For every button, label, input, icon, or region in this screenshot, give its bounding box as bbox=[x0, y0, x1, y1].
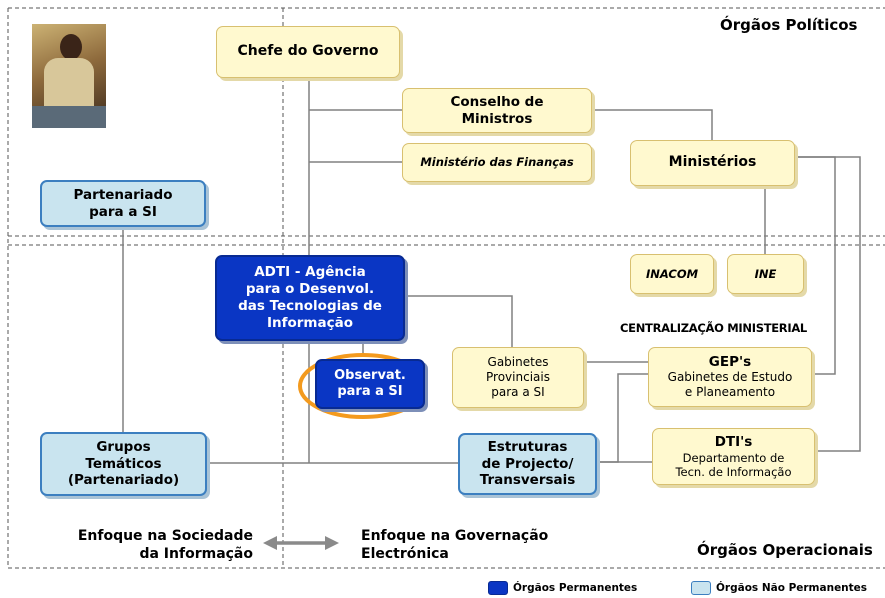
focus-right-line-2: Electrónica bbox=[361, 546, 449, 563]
node-geps-line-2: e Planeamento bbox=[684, 385, 776, 400]
node-adti-line-3: das Tecnologias de bbox=[238, 298, 382, 314]
node-conselho-line-2: Ministros bbox=[461, 110, 533, 127]
node-dtis-title: DTI's bbox=[714, 433, 753, 450]
line-ministerios-dti bbox=[795, 156, 861, 452]
node-gabinetes-provinciais: Gabinetes Provinciais para a SI bbox=[452, 347, 584, 408]
node-conselho-de-ministros: Conselho de Ministros bbox=[402, 88, 592, 133]
node-geps-line-1: Gabinetes de Estudo bbox=[667, 370, 793, 385]
section-label-operational: Órgãos Operacionais bbox=[697, 541, 873, 559]
node-observat-line-1: Observat. bbox=[334, 367, 406, 383]
node-conselho-line-1: Conselho de bbox=[450, 93, 544, 110]
highlight-ring bbox=[298, 353, 428, 419]
node-inacom-label: INACOM bbox=[645, 266, 699, 281]
node-dtis-line-1: Departamento de bbox=[682, 450, 785, 465]
photo-desk bbox=[32, 106, 106, 128]
node-estruturas-line-3: Transversais bbox=[479, 472, 576, 489]
node-observatorio: Observat. para a SI bbox=[315, 359, 425, 409]
node-dtis: DTI's Departamento de Tecn. de Informaçã… bbox=[652, 428, 815, 485]
legend-swatch-permanent bbox=[488, 581, 508, 595]
header-photo bbox=[32, 24, 106, 128]
line-conselho-ministerios bbox=[592, 109, 713, 140]
node-inacom: INACOM bbox=[630, 254, 714, 294]
node-geps: GEP's Gabinetes de Estudo e Planeamento bbox=[648, 347, 812, 407]
focus-double-arrow bbox=[263, 536, 339, 550]
node-chefe-do-governo: Chefe do Governo bbox=[216, 26, 400, 78]
node-ine: INE bbox=[727, 254, 804, 294]
focus-left-line-1: Enfoque na Sociedade bbox=[77, 528, 253, 544]
legend-label-permanent: Órgãos Permanentes bbox=[513, 582, 638, 594]
centralizacao-label: CENTRALIZAÇÃO MINISTERIAL bbox=[620, 321, 807, 335]
node-ministerio-financas: Ministério das Finanças bbox=[402, 143, 592, 182]
node-ministerios: Ministérios bbox=[630, 140, 795, 186]
focus-left-line-2: da Informação bbox=[139, 546, 253, 563]
node-dtis-line-2: Tecn. de Informação bbox=[675, 464, 792, 479]
node-estruturas-line-1: Estruturas bbox=[487, 438, 568, 455]
legend-label-non-permanent: Órgãos Não Permanentes bbox=[716, 582, 868, 594]
line-adti-gabinetes bbox=[405, 295, 513, 347]
node-adti: ADTI - Agência para o Desenvol. das Tecn… bbox=[215, 255, 405, 341]
node-estruturas: Estruturas de Projecto/ Transversais bbox=[458, 433, 597, 495]
line-estruturas-gep bbox=[597, 373, 648, 463]
node-observat-line-2: para a SI bbox=[337, 384, 403, 399]
node-grupos-tematicos: Grupos Temáticos (Partenariado) bbox=[40, 432, 207, 496]
section-label-political: Órgãos Políticos bbox=[720, 16, 858, 34]
node-grupos-line-1: Grupos bbox=[96, 438, 151, 455]
node-ministerios-label: Ministérios bbox=[668, 154, 757, 171]
node-chefe-label: Chefe do Governo bbox=[237, 43, 379, 60]
node-gabinetes-line-1: Gabinetes bbox=[487, 355, 549, 369]
node-adti-line-2: para o Desenvol. bbox=[245, 281, 375, 298]
node-adti-line-1: ADTI - Agência bbox=[254, 264, 366, 281]
focus-label-right: Enfoque na Governação Electrónica bbox=[361, 527, 548, 563]
node-geps-title: GEP's bbox=[708, 353, 752, 370]
node-partenariado-line-1: Partenariado bbox=[73, 186, 173, 203]
node-gabinetes-line-2: Provinciais bbox=[486, 370, 550, 384]
node-gabinetes-line-3: para a SI bbox=[491, 385, 545, 399]
node-grupos-line-3: (Partenariado) bbox=[67, 472, 180, 489]
node-adti-line-4: Informação bbox=[266, 314, 353, 331]
node-financas-label: Ministério das Finanças bbox=[420, 155, 574, 170]
focus-label-left: Enfoque na Sociedade da Informação bbox=[60, 527, 253, 563]
node-estruturas-line-2: de Projecto/ bbox=[481, 455, 574, 472]
photo-person-body bbox=[44, 58, 94, 114]
node-partenariado-line-2: para a SI bbox=[89, 203, 157, 220]
node-ine-label: INE bbox=[754, 266, 777, 281]
node-grupos-line-2: Temáticos bbox=[85, 455, 162, 472]
photo-person-head bbox=[60, 34, 82, 60]
focus-right-line-1: Enfoque na Governação bbox=[361, 528, 549, 544]
node-partenariado: Partenariado para a SI bbox=[40, 180, 206, 227]
legend-swatch-non-permanent bbox=[691, 581, 711, 595]
